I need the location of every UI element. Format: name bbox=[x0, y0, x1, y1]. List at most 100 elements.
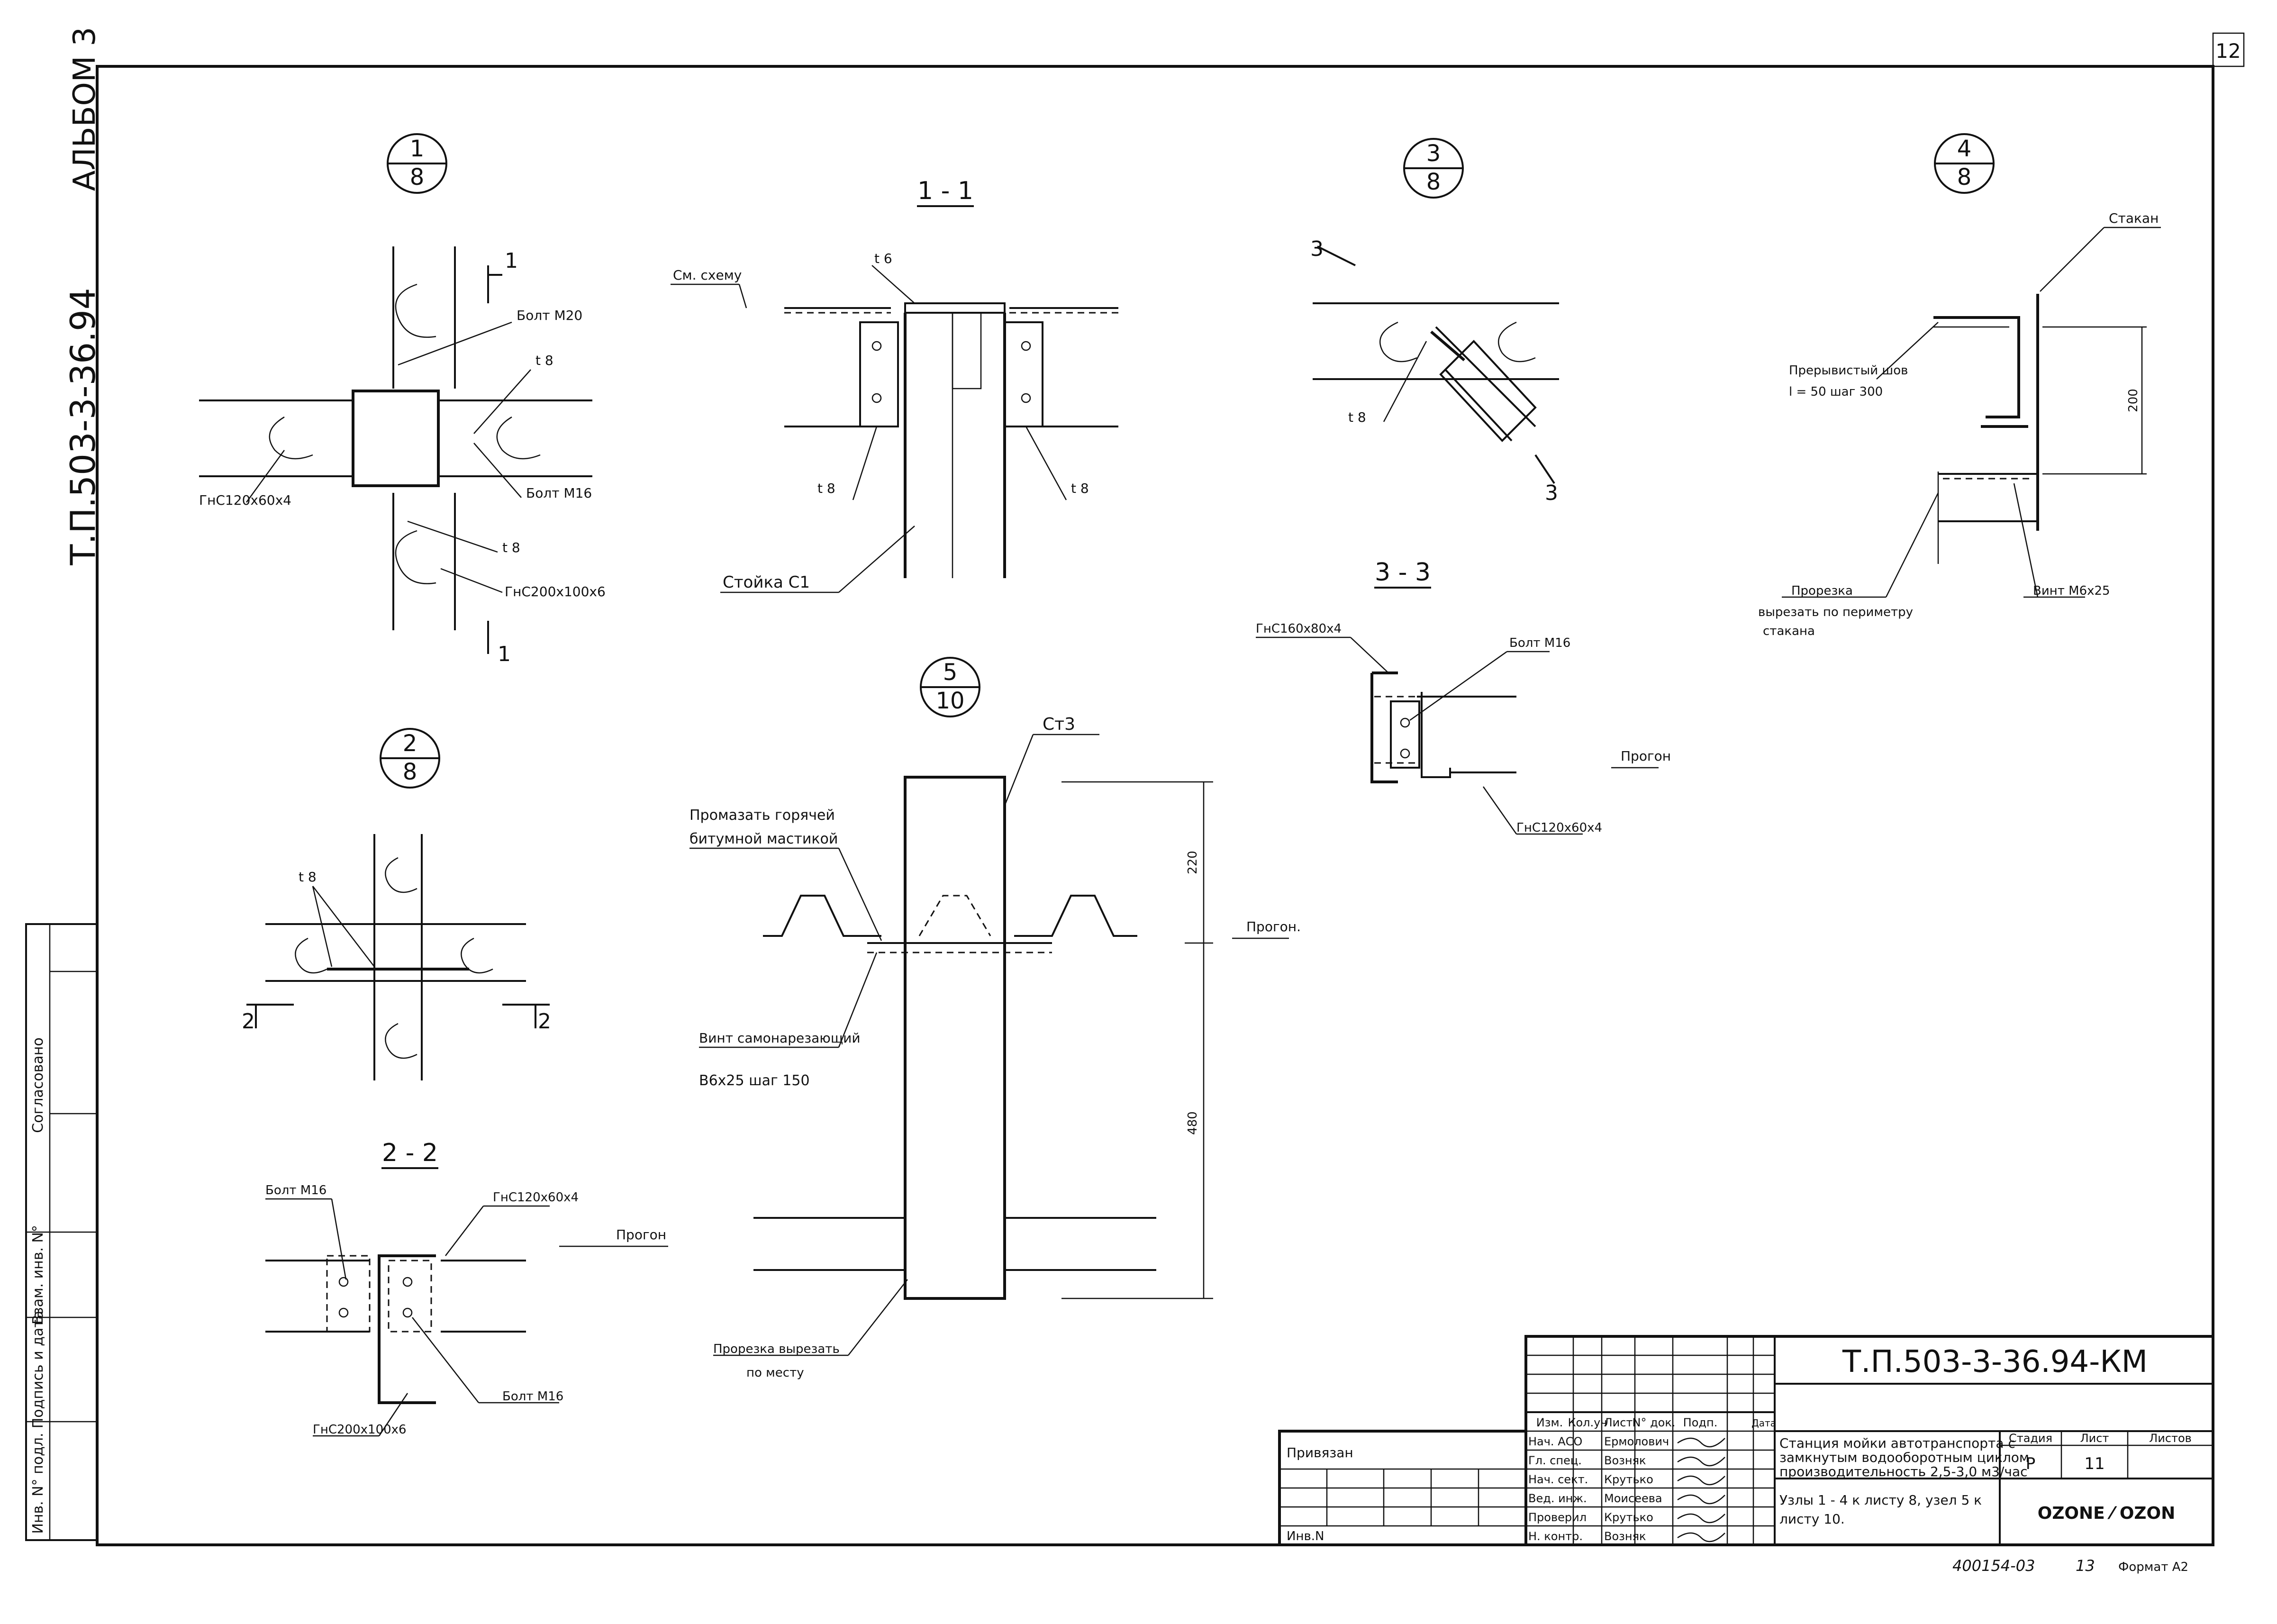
node4-label-stakan: Стакан bbox=[2109, 210, 2159, 226]
section-3-3-label-gns120: ГнС120х60х4 bbox=[1516, 821, 1602, 835]
section-2-2-plate-right bbox=[388, 1260, 432, 1333]
sheet-format: Формат А2 bbox=[2118, 1560, 2188, 1574]
tb-head-izm: Изм. bbox=[1536, 1416, 1563, 1429]
node1-label-t8-top: t 8 bbox=[535, 353, 553, 368]
corner-number-box bbox=[2212, 32, 2245, 67]
inv-label: Инв.N bbox=[1287, 1529, 1324, 1543]
node2-callout-top: 2 bbox=[403, 730, 417, 757]
tb-role-3: Вед. инж. bbox=[1528, 1492, 1587, 1505]
section-3-3-title: 3 - 3 bbox=[1375, 558, 1431, 587]
tb-project-3: производительность 2,5-3,0 м3/час bbox=[1779, 1464, 2028, 1479]
tb-stage-label: Стадия bbox=[2009, 1432, 2052, 1445]
tb-name-4: Крутько bbox=[1604, 1511, 1653, 1524]
section-1-1-plate-right bbox=[1004, 321, 1043, 427]
tb-sheet-title-1: Узлы 1 - 4 к листу 8, узел 5 к bbox=[1779, 1492, 1982, 1508]
tb-project-2: замкнутым водооборотным циклом bbox=[1779, 1450, 2029, 1465]
node4-dim-200: 200 bbox=[2126, 389, 2141, 412]
corner-number: 12 bbox=[2215, 39, 2241, 63]
section-3-3-label-gns160: ГнС160х80х4 bbox=[1256, 622, 1342, 636]
side-code: Т.П.503-3-36.94 bbox=[63, 288, 103, 565]
section-1-1-cap-plate bbox=[904, 302, 1006, 314]
section-1-1-title: 1 - 1 bbox=[917, 177, 973, 205]
node1-label-bolt-m20: Болт М20 bbox=[517, 308, 582, 323]
tb-head-date: Дата bbox=[1751, 1417, 1776, 1429]
section-3-3-label-bolt: Болт М16 bbox=[1509, 636, 1570, 650]
section-1-1-label-t6: t 6 bbox=[874, 251, 892, 266]
section-3-3: 3 - 3 ГнС160х80х4 Болт М16 Прогон ГнС120… bbox=[1256, 558, 1671, 835]
node3-callout-bottom: 8 bbox=[1426, 169, 1441, 195]
tb-org-logo: OZONE ⁄ OZON bbox=[2038, 1504, 2176, 1523]
node4-label-cutout-perimeter: вырезать по периметру bbox=[1758, 605, 1913, 619]
section-1-1: 1 - 1 См. схему t 6 t 8 t 8 Стойка bbox=[671, 177, 1118, 593]
tb-role-0: Нач. АСО bbox=[1528, 1435, 1582, 1448]
node2-cut-mark-left: 2 bbox=[242, 1009, 255, 1034]
section-2-2-label-purlin: Прогон bbox=[616, 1227, 666, 1243]
node1-label-bolt-m16: Болт М16 bbox=[526, 485, 592, 501]
tb-stage-value: Р bbox=[2026, 1454, 2036, 1473]
album-label: АЛЬБОМ 3 bbox=[67, 27, 102, 191]
section-3-3-plate bbox=[1390, 700, 1420, 769]
node4-label-weld-step: l = 50 шаг 300 bbox=[1789, 385, 1883, 399]
section-3-3-label-purlin: Прогон bbox=[1621, 748, 1671, 764]
section-1-1-label-see-scheme: См. схему bbox=[673, 267, 742, 283]
node3-callout-top: 3 bbox=[1426, 140, 1441, 167]
tb-name-0: Ермолович bbox=[1604, 1435, 1669, 1448]
node-1: 1 8 1 1 Болт М20 t 8 Болт М16 t 8 bbox=[199, 133, 606, 666]
tb-sheet-value: 11 bbox=[2084, 1454, 2105, 1473]
title-block: Т.П.503-3-36.94-КМ Изм. Кол.уч Лист N° д… bbox=[1278, 1335, 2214, 1575]
title-designation: Т.П.503-3-36.94-КМ bbox=[1842, 1344, 2148, 1379]
node4-label-cutout: Прорезка bbox=[1791, 584, 1853, 598]
node2-callout-bottom: 8 bbox=[403, 759, 417, 785]
node3-branch-box bbox=[1439, 340, 1537, 442]
tb-head-doc: N° док. bbox=[1633, 1416, 1676, 1429]
tb-head-list: Лист bbox=[1604, 1416, 1633, 1429]
node1-post bbox=[352, 390, 440, 487]
node5-dim-220: 220 bbox=[1186, 851, 1200, 874]
node1-label-t8-bottom: t 8 bbox=[502, 540, 520, 555]
section-2-2-label-bolt-bottom: Болт М16 bbox=[502, 1389, 563, 1404]
node2-cut-mark-right: 2 bbox=[538, 1009, 551, 1034]
node3-label-t8: t 8 bbox=[1348, 409, 1366, 425]
side-col-approved: Согласовано bbox=[30, 1037, 46, 1133]
node1-callout-bottom: 8 bbox=[410, 164, 425, 191]
section-1-1-label-post-c1: Стойка С1 bbox=[723, 573, 810, 592]
node-2: 2 8 t 8 2 2 bbox=[242, 728, 551, 1080]
tb-head-sign: Подп. bbox=[1683, 1416, 1718, 1429]
section-1-1-label-t8-left: t 8 bbox=[817, 481, 835, 496]
node5-label-purlin: Прогон. bbox=[1246, 919, 1301, 934]
tb-name-2: Крутько bbox=[1604, 1473, 1653, 1486]
node1-cut-mark-bottom: 1 bbox=[498, 642, 511, 666]
node-4: 4 8 200 Стакан Прерывистый шов l = 50 ша… bbox=[1758, 133, 2161, 638]
tb-role-5: Н. контр. bbox=[1528, 1530, 1583, 1543]
node1-label-gns200: ГнС200х100х6 bbox=[505, 584, 606, 599]
node5-profile-right bbox=[1014, 895, 1137, 937]
section-2-2-label-bolt-top: Болт М16 bbox=[265, 1183, 327, 1198]
node4-label-weld: Прерывистый шов bbox=[1789, 363, 1908, 378]
node5-post bbox=[904, 776, 1006, 1300]
tb-sheet-label: Лист bbox=[2080, 1432, 2109, 1445]
node5-label-cutout: Прорезка вырезать bbox=[713, 1342, 840, 1356]
node5-profile-left bbox=[763, 895, 881, 937]
node5-label-st3: Ст3 bbox=[1043, 715, 1075, 734]
tb-head-koluch: Кол.уч bbox=[1568, 1416, 1607, 1429]
node2-label-t8: t 8 bbox=[299, 869, 317, 885]
side-col-replace: Взам. инв. N° bbox=[30, 1225, 46, 1325]
node4-callout bbox=[1934, 133, 1995, 194]
node-3: 3 8 3 3 t 8 bbox=[1310, 138, 1559, 505]
node4-label-cutout-stakan: стакана bbox=[1763, 624, 1815, 638]
side-col-inv: Инв. N° подл. bbox=[30, 1433, 46, 1533]
node5-callout-top: 5 bbox=[943, 659, 958, 686]
node4-label-screw: Винт М6х25 bbox=[2033, 584, 2110, 598]
section-2-2-title: 2 - 2 bbox=[382, 1139, 438, 1167]
sheet-frame bbox=[96, 65, 2214, 1546]
node3-cut-mark-bottom: 3 bbox=[1545, 481, 1558, 505]
section-2-2-label-gns200: ГнС200х100х6 bbox=[313, 1423, 407, 1437]
section-2-2-plate-left bbox=[326, 1255, 371, 1333]
tb-sheet-title-2: листу 10. bbox=[1779, 1511, 1845, 1527]
node5-profile-middle bbox=[918, 895, 991, 936]
archive-sheet: 13 bbox=[2076, 1557, 2095, 1575]
side-col-sign: Подпись и дата bbox=[30, 1311, 46, 1429]
node5-label-screw-step: В6х25 шаг 150 bbox=[699, 1072, 810, 1089]
node3-cut-mark-top: 3 bbox=[1310, 237, 1324, 261]
